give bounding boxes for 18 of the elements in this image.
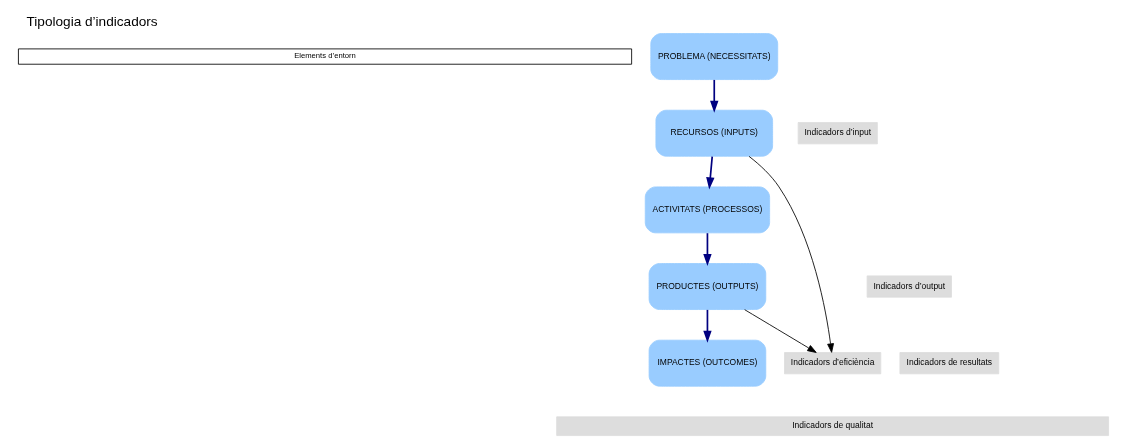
node-box: Indicadors de resultats: [899, 352, 1000, 375]
node-box: Indicadors d’eficiència: [784, 352, 882, 375]
diagram-title: Tipologia d’indicadors: [26, 13, 158, 29]
node-box: RECURSOS (INPUTS): [655, 109, 773, 157]
node-box: PRODUCTES (OUTPUTS): [648, 263, 767, 310]
arrow: [748, 155, 834, 353]
arrow: [703, 232, 712, 267]
node-box: ACTIVITATS (PROCESSOS): [644, 186, 771, 234]
arrow: [703, 309, 712, 343]
arrow: [706, 155, 715, 190]
node-box: IMPACTES (OUTCOMES): [648, 339, 767, 387]
arrow: [710, 79, 719, 113]
node-box: PROBLEMA (NECESSITATS): [650, 33, 779, 80]
node-box: Indicadors d’input: [797, 122, 878, 145]
arrow: [744, 309, 817, 353]
node-box: Indicadors d’output: [866, 275, 952, 298]
node-box: Elements d’entorn: [18, 48, 633, 65]
node-box: Indicadors de qualitat: [556, 416, 1109, 436]
